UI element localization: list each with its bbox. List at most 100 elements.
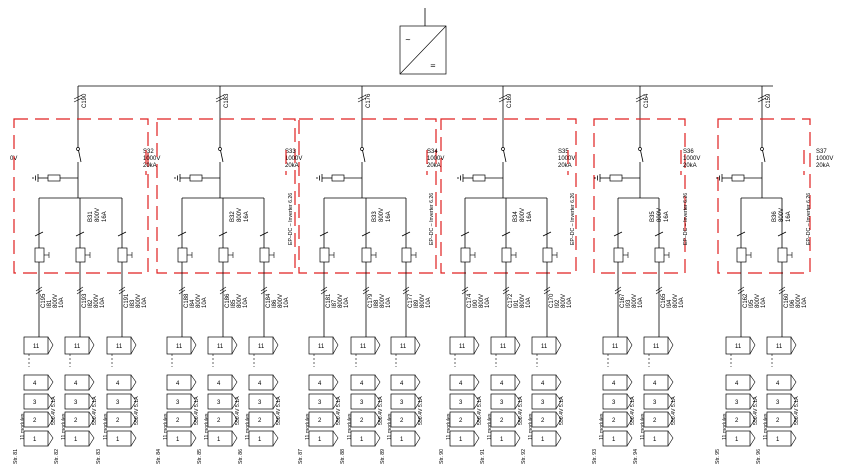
pv-module-1 [490, 430, 516, 447]
spd-current: 20kA [558, 163, 572, 169]
pv-module-number: 3 [653, 400, 657, 406]
pv-module-3 [350, 393, 376, 410]
spd-voltage: 1000V [427, 156, 444, 162]
pv-module-2 [390, 411, 416, 428]
string-spec-label: 550.4V 5.1A [92, 396, 98, 425]
pv-module-arrow [514, 430, 521, 447]
pv-module-arrow [374, 411, 381, 428]
dc-enclosure-label: EP–DC – Inverter 6.26 [288, 193, 294, 245]
pv-module-number: 11 [360, 344, 367, 350]
pv-module-number: 3 [33, 400, 37, 406]
string-fuse-label: I88 [374, 299, 380, 308]
pv-module-number: 11 [541, 344, 548, 350]
pv-module-11 [166, 336, 192, 355]
pv-module-arrow [667, 393, 674, 410]
string-fuse-current: 10A [485, 297, 491, 308]
spd-name: S35 [558, 149, 569, 155]
pv-module-arrow [514, 393, 521, 410]
pv-module-1 [23, 430, 49, 447]
pv-module-arrow [47, 430, 54, 447]
cable-tick [543, 289, 551, 295]
string-spec-label: 550.4V 5.1A [753, 396, 759, 425]
string-spec-label: 550.4V 5.1A [559, 396, 565, 425]
breaker-current: 16A [786, 211, 792, 222]
pv-module-number: 1 [318, 437, 322, 443]
pv-module-number: 11 [500, 344, 507, 350]
feeder-cable-label: C169 [507, 93, 513, 108]
cable-tick [35, 286, 43, 292]
pv-module-arrow [88, 411, 95, 428]
pv-module-4 [166, 374, 192, 391]
pv-module-4 [207, 374, 233, 391]
pv-module-arrow [414, 430, 421, 447]
spd-name: S37 [816, 149, 827, 155]
enclosure-border [440, 118, 577, 274]
pv-module-4 [64, 374, 90, 391]
string-fuse-label: I86 [272, 299, 278, 308]
spd-current: 20kA [816, 163, 830, 169]
spd-voltage: 1000V [285, 156, 302, 162]
pv-module-arrow [414, 336, 421, 355]
pv-module-11 [725, 336, 751, 355]
pv-module-number: 4 [318, 381, 322, 387]
pv-module-arrow [790, 393, 797, 410]
string-modules-label: 11 modules [61, 413, 67, 440]
enclosure-border [13, 118, 149, 274]
fuse-holder [777, 247, 788, 263]
string-name-label: Str. 96 [756, 449, 762, 464]
pv-module-arrow [190, 393, 197, 410]
pv-module-number: 11 [74, 344, 81, 350]
surge-protector-device [331, 174, 345, 182]
spd-voltage: 1000V [143, 156, 160, 162]
breaker-name: B34 [513, 211, 519, 222]
pv-module-number: 2 [258, 418, 262, 424]
pv-module-number: 1 [217, 437, 221, 443]
pv-module-number: 2 [400, 418, 404, 424]
string-fuse-voltage: 800V [338, 294, 344, 308]
pv-module-number: 4 [459, 381, 463, 387]
pv-module-2 [308, 411, 334, 428]
pv-module-number: 4 [612, 381, 616, 387]
string-modules-label: 11 modules [763, 413, 769, 440]
pv-module-1 [350, 430, 376, 447]
string-name-label: Str. 91 [480, 449, 486, 464]
pv-module-2 [350, 411, 376, 428]
string-cable-label: C172 [508, 293, 514, 308]
dc-enclosure-label: EP–DC – Inverter 6.26 [806, 193, 812, 245]
inverter-ac-symbol: ~ [405, 36, 411, 44]
pv-module-number: 4 [735, 381, 739, 387]
string-fuse-label: I81 [47, 299, 53, 308]
surge-protector-device [189, 174, 203, 182]
pv-module-arrow [332, 393, 339, 410]
string-fuse-current: 10A [284, 297, 290, 308]
pv-module-number: 4 [400, 381, 404, 387]
string-fuse-label: I91 [514, 299, 520, 308]
pv-module-arrow [790, 411, 797, 428]
pv-module-2 [64, 411, 90, 428]
pv-module-arrow [374, 374, 381, 391]
pv-module-arrow [332, 430, 339, 447]
pv-module-number: 2 [459, 418, 463, 424]
fuse-holder [654, 247, 665, 263]
pv-module-3 [602, 393, 628, 410]
pv-module-3 [725, 393, 751, 410]
pv-module-arrow [749, 336, 756, 355]
string-modules-label: 11 modules [446, 413, 452, 440]
pv-module-number: 4 [360, 381, 364, 387]
string-fuse-label: I82 [88, 299, 94, 308]
pv-module-number: 1 [258, 437, 262, 443]
breaker-current: 16A [244, 211, 250, 222]
pv-module-number: 11 [400, 344, 407, 350]
inverter: ~ = [399, 25, 447, 75]
pv-module-number: 11 [612, 344, 619, 350]
pv-module-arrow [514, 374, 521, 391]
pv-module-4 [350, 374, 376, 391]
pv-module-arrow [332, 336, 339, 355]
string-cable-label: C162 [743, 293, 749, 308]
breaker-current: 16A [102, 211, 108, 222]
string-spec-label: 550.4V 5.1A [336, 396, 342, 425]
pv-module-arrow [231, 336, 238, 355]
string-name-label: Str. 88 [340, 449, 346, 464]
